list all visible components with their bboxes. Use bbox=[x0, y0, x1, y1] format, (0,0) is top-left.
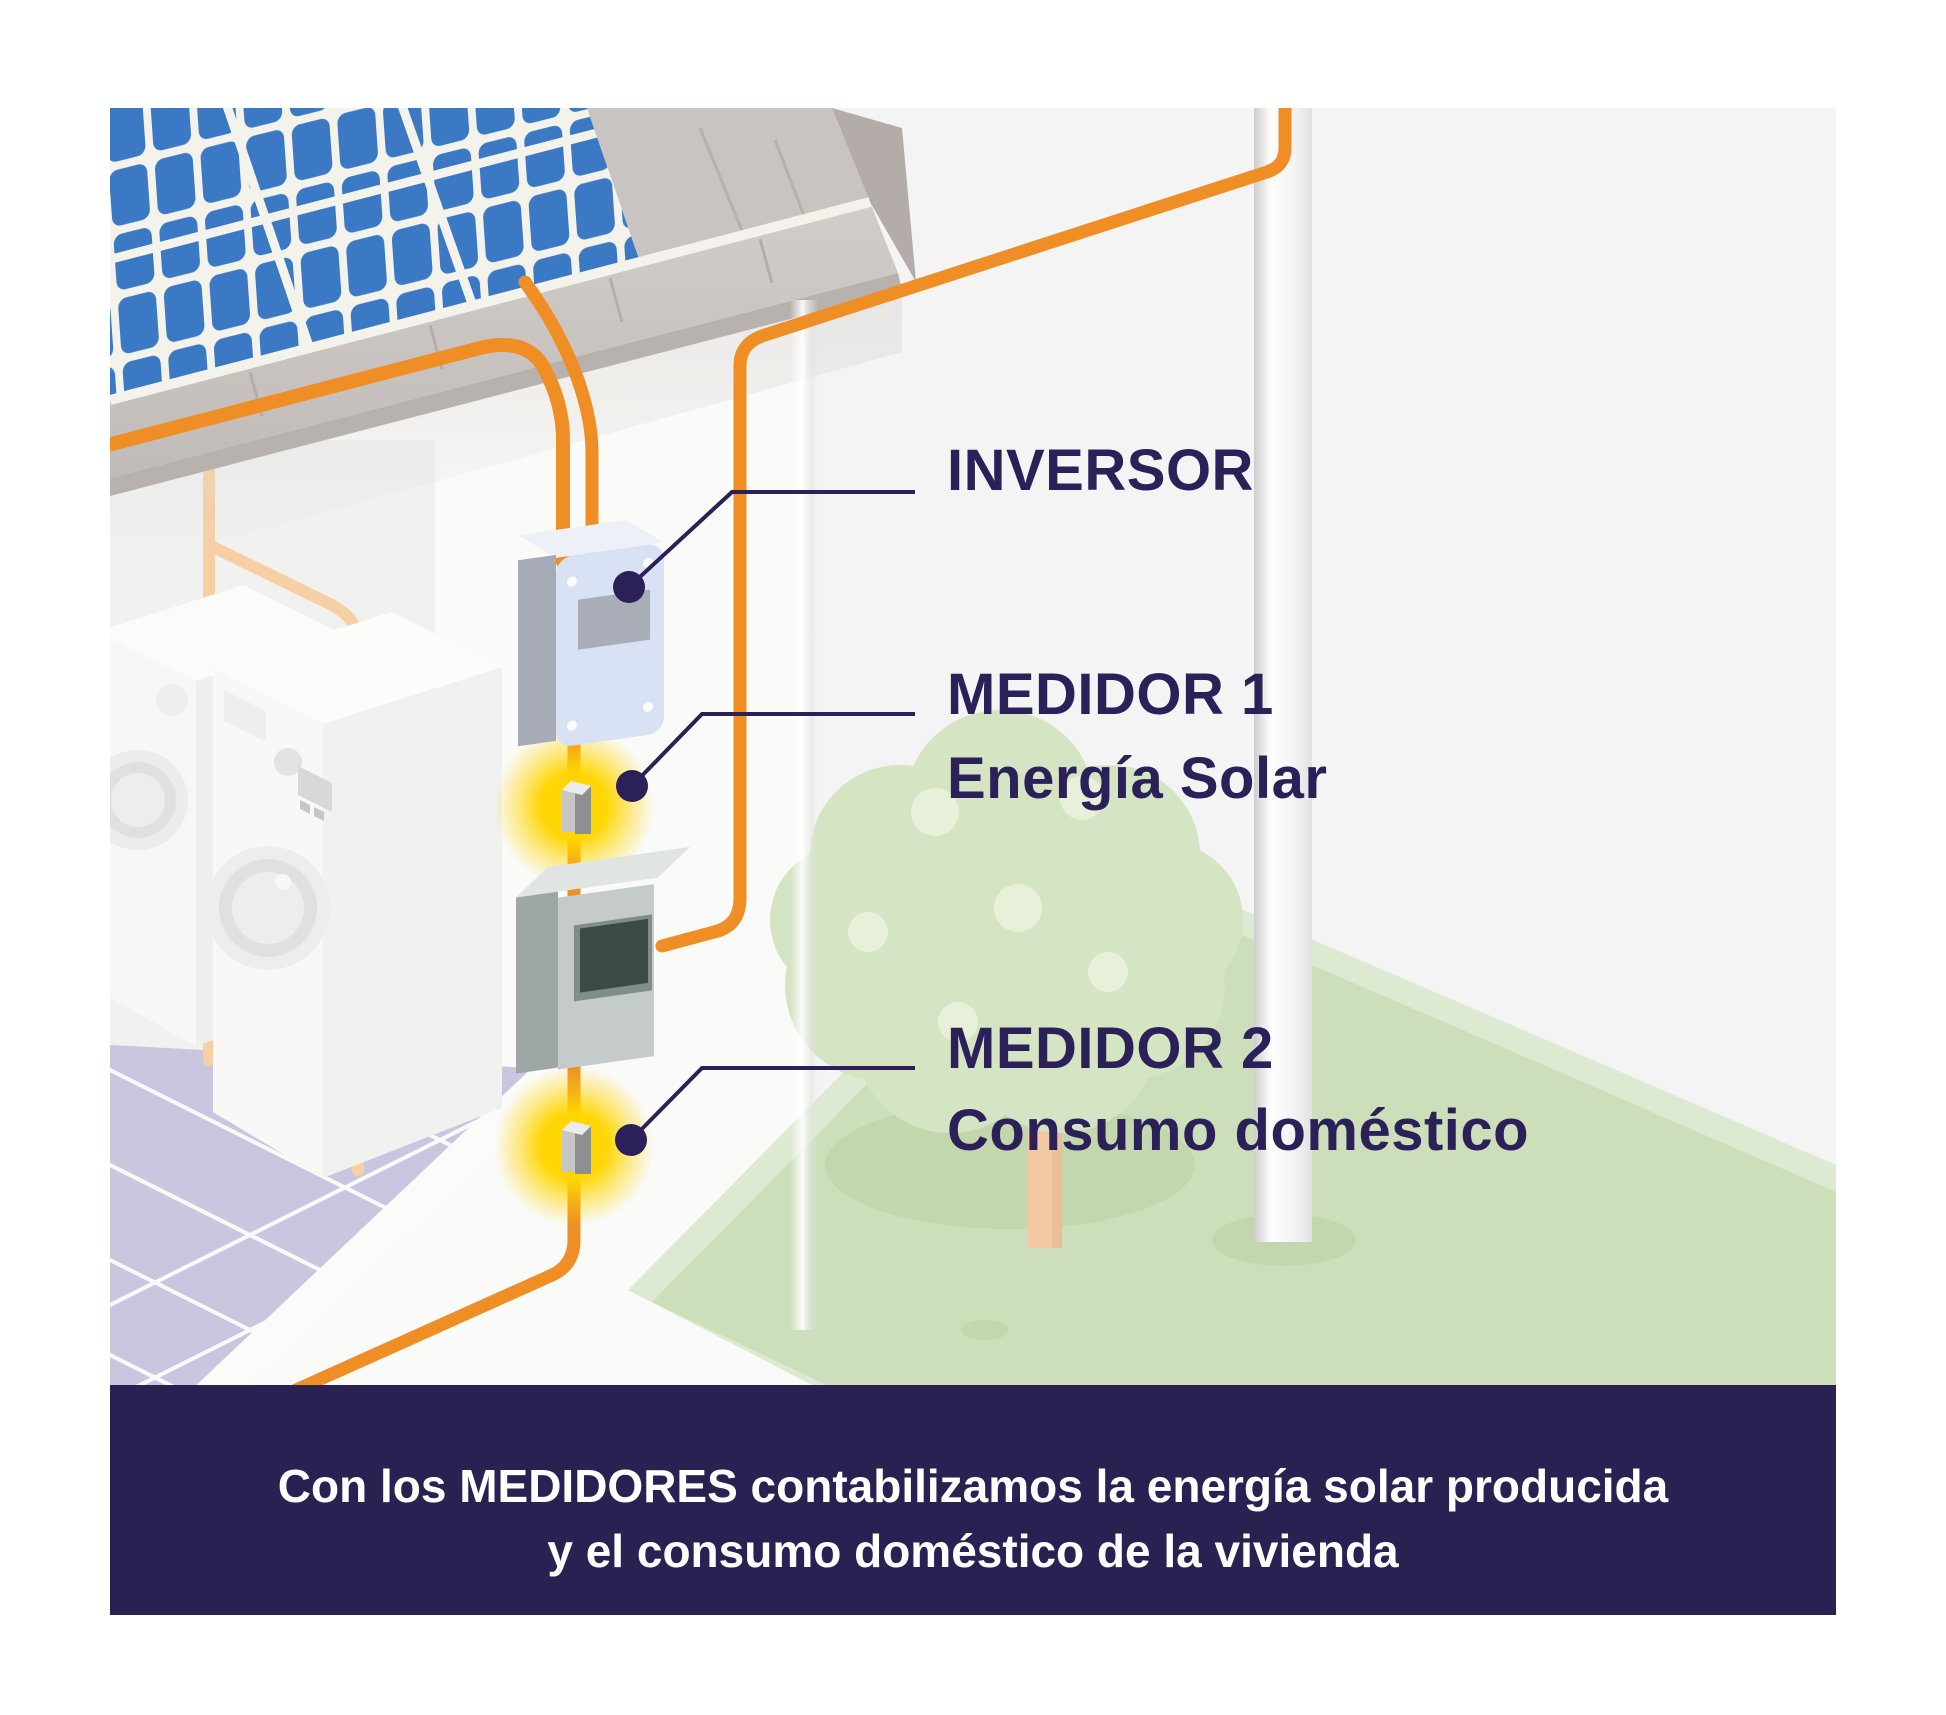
roof-shingles bbox=[587, 108, 870, 262]
washing-machine-front bbox=[206, 612, 502, 1178]
meter-box-screen bbox=[580, 918, 648, 993]
banner-line-2: y el consumo doméstico de la vivienda bbox=[547, 1525, 1399, 1577]
meter-1-indicator bbox=[494, 726, 654, 886]
inversor-callout-line bbox=[627, 490, 915, 589]
panel-frame-edge bbox=[110, 197, 872, 405]
wire-consumption bbox=[289, 1033, 581, 1397]
roof-end-cap bbox=[832, 108, 916, 282]
garden bbox=[628, 710, 1836, 1420]
medidor1-sublabel: Energía Solar bbox=[947, 746, 1327, 811]
washer-knob bbox=[274, 748, 302, 776]
wall-corner bbox=[790, 300, 818, 1330]
meter-box bbox=[516, 847, 690, 1074]
wire-panels-a bbox=[110, 338, 570, 569]
tree-shadow bbox=[825, 1101, 1195, 1229]
medidor2-sublabel: Consumo doméstico bbox=[947, 1098, 1529, 1163]
callouts: INVERSOR MEDIDOR 1 Energía Solar MEDIDOR… bbox=[613, 438, 1529, 1163]
medidor1-callout-dot bbox=[616, 770, 648, 802]
medidor2-callout-line bbox=[629, 1066, 915, 1142]
meter-2-indicator bbox=[494, 1066, 654, 1226]
inversor-label: INVERSOR bbox=[947, 438, 1254, 503]
medidor1-callout-line bbox=[630, 712, 915, 788]
inversor-callout-dot bbox=[613, 571, 645, 603]
medidor2-label: MEDIDOR 2 bbox=[947, 1016, 1274, 1081]
caption-banner: Con los MEDIDORES contabilizamos la ener… bbox=[110, 1385, 1836, 1615]
roof bbox=[110, 108, 916, 572]
utility-pole bbox=[1254, 108, 1312, 1242]
medidor1-label: MEDIDOR 1 bbox=[947, 662, 1274, 727]
wire-panels-b bbox=[518, 275, 599, 569]
solar-panels bbox=[110, 108, 640, 400]
medidor2-callout-dot bbox=[615, 1124, 647, 1156]
detergent-drawer bbox=[224, 690, 266, 742]
inverter-display bbox=[578, 589, 650, 650]
wire-grid bbox=[655, 108, 1292, 953]
floor-skirting bbox=[168, 1068, 569, 1427]
tree-foliage bbox=[770, 710, 1243, 1133]
banner-line-1: Con los MEDIDORES contabilizamos la ener… bbox=[278, 1460, 1669, 1512]
washer-display bbox=[298, 766, 332, 812]
